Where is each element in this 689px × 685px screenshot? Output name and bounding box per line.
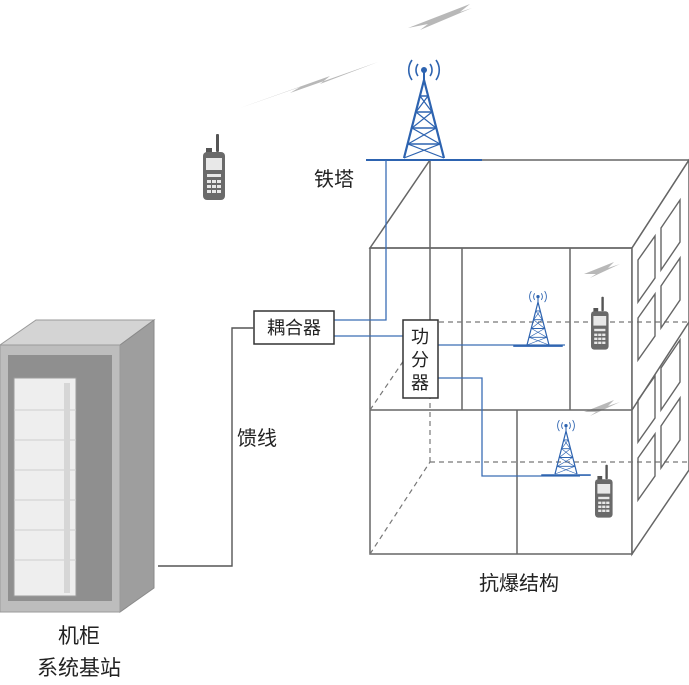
feeder-line	[158, 327, 254, 567]
hidden-edges	[369, 321, 689, 555]
side-windows	[637, 197, 681, 503]
coupler-box: 耦合器	[253, 310, 335, 345]
feeder-label: 馈线	[237, 426, 277, 450]
walkie-talkie-icon	[595, 464, 613, 518]
radio-tower-icon	[366, 58, 482, 161]
coupler-label: 耦合器	[267, 318, 321, 339]
splitter-box: 功 分 器	[402, 319, 439, 399]
splitter-label-2: 分	[411, 350, 429, 371]
base-station-label: 系统基站	[37, 656, 121, 680]
tower-label: 铁塔	[314, 167, 354, 191]
splitter-label-3: 器	[411, 373, 429, 394]
walkie-talkie-icon	[203, 134, 225, 200]
lightning-signal-icon	[240, 4, 620, 416]
explosion-proof-structure	[368, 158, 689, 557]
signal-lines	[334, 160, 580, 477]
walkie-talkie-icon	[591, 296, 609, 350]
structure-label: 抗爆结构	[479, 571, 559, 595]
splitter-label-1: 功	[411, 327, 429, 348]
cabinet-label: 机柜	[58, 624, 100, 648]
radio-tower-icon	[541, 419, 591, 476]
server-rack-icon	[0, 319, 156, 613]
radio-tower-icon	[513, 290, 563, 347]
